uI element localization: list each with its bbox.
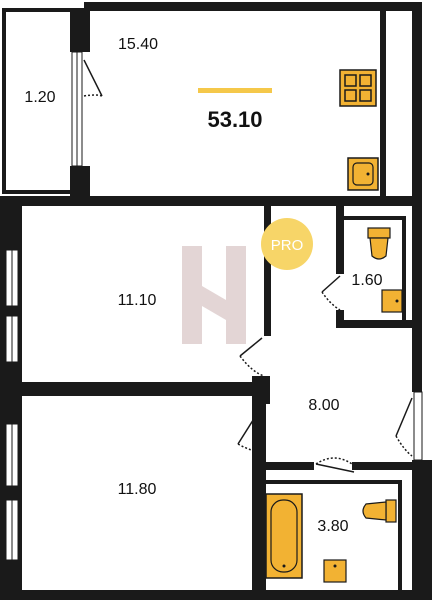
windows: [5, 51, 423, 561]
wall-toilet-inner-right: [402, 216, 406, 322]
wall-bedrooms-divider-joint: [252, 376, 270, 404]
wall-right-upper: [412, 2, 422, 196]
total-area-accent: [198, 88, 272, 93]
wall-top: [84, 2, 416, 11]
window-icon: [5, 249, 19, 363]
stove-icon: [339, 69, 377, 107]
window-icon: [413, 391, 423, 461]
wall-bedrooms-divider: [18, 382, 270, 396]
room-area-toilet: 1.60: [351, 272, 382, 289]
room-area-bedroom-2: 11.80: [118, 481, 157, 498]
pro-badge-text: PRO: [271, 237, 304, 254]
door-swing-icon: [395, 397, 413, 457]
wall-bottom: [0, 590, 432, 600]
wall-balcony-top: [2, 8, 76, 12]
balcony-door: [71, 51, 83, 167]
pro-badge: [261, 218, 313, 270]
window-icon: [5, 423, 19, 561]
wall-kitchen-bottom: [0, 196, 350, 206]
wall-bathroom-top-left: [252, 462, 314, 470]
wall-toilet-bottom: [336, 320, 422, 328]
wall-right-lower: [412, 460, 432, 600]
watermark-logo: [182, 246, 246, 344]
wall-kitchen-right: [380, 11, 386, 199]
doors: [83, 59, 413, 473]
wall-balcony-divider-bottom: [70, 166, 90, 200]
room-area-kitchen-living: 15.40: [118, 36, 158, 53]
door-swing-icon: [83, 59, 103, 97]
wall-hallway-left: [252, 404, 266, 600]
sink-icon: [323, 559, 347, 583]
wall-toilet-left-lower: [336, 310, 344, 328]
wall-toilet-top: [336, 196, 422, 206]
total-area: 53.10: [207, 107, 262, 132]
wall-bedroom1-right: [264, 196, 271, 336]
bathtub-icon: [265, 493, 303, 579]
door-swing-icon: [315, 457, 355, 473]
wall-bathroom-inner-right: [398, 480, 402, 594]
room-area-hallway: 8.00: [308, 397, 339, 414]
toilet-icon: [362, 499, 397, 523]
room-area-bedroom-1: 11.10: [118, 292, 157, 309]
door-swing-icon: [239, 337, 265, 377]
toilet-icon: [367, 227, 391, 260]
wall-balcony-bottom: [2, 190, 76, 194]
wall-balcony-left: [2, 8, 6, 194]
wall-toilet-inner-top: [344, 216, 402, 220]
sink-icon: [381, 289, 403, 313]
wall-balcony-divider-top: [70, 8, 90, 52]
door-swing-icon: [237, 405, 265, 453]
sink-icon: [347, 157, 379, 191]
wall-bathroom-inner-top: [264, 480, 402, 484]
room-area-balcony: 1.20: [24, 89, 55, 106]
wall-toilet-left-upper: [336, 204, 344, 274]
wall-right-middle: [412, 196, 422, 392]
wall-bathroom-top-right: [352, 462, 426, 470]
room-area-bathroom: 3.80: [317, 518, 348, 535]
door-swing-icon: [321, 275, 341, 311]
